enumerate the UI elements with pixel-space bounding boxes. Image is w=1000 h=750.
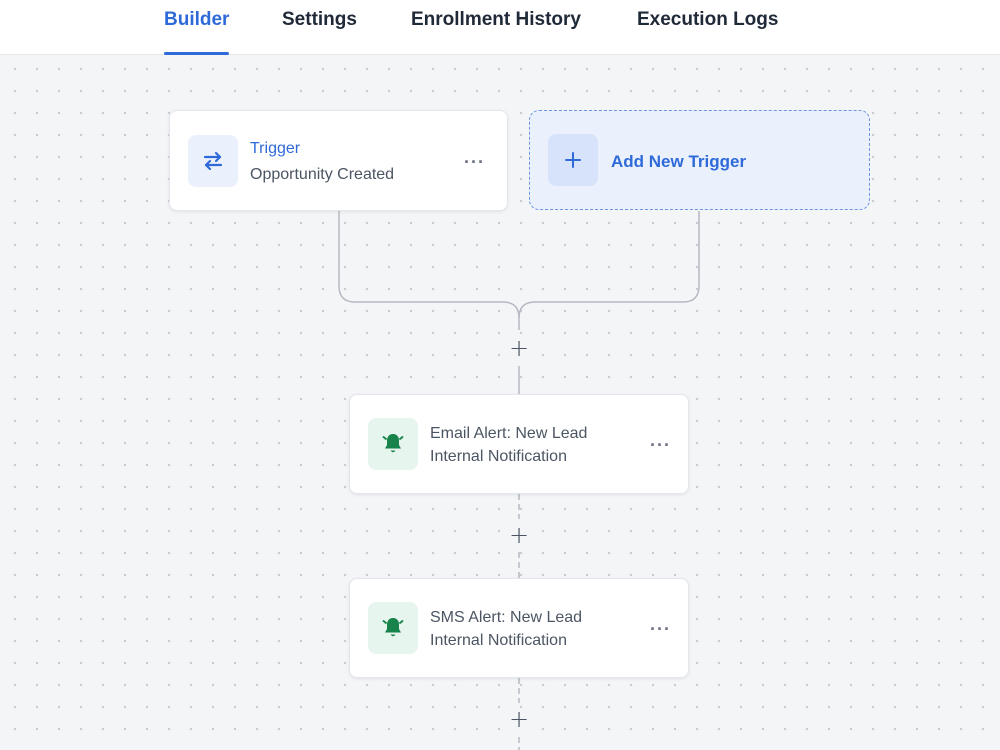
action-subtitle: Internal Notification — [430, 632, 567, 649]
action-menu-icon[interactable]: ··· — [650, 619, 671, 639]
add-new-trigger-button[interactable]: Add New Trigger — [529, 110, 870, 210]
plus-icon — [565, 152, 581, 168]
action-menu-icon[interactable]: ··· — [650, 435, 671, 455]
tab-enrollment-history[interactable]: Enrollment History — [411, 9, 581, 30]
tab-builder[interactable]: Builder — [164, 9, 230, 55]
action-subtitle: Internal Notification — [430, 448, 567, 465]
tab-execution-logs[interactable]: Execution Logs — [637, 9, 779, 30]
trigger-icon-box — [188, 135, 238, 187]
action-icon-box — [368, 602, 418, 654]
trigger-title: Trigger — [250, 140, 301, 157]
trigger-menu-icon[interactable]: ··· — [464, 152, 485, 172]
add-new-trigger-label: Add New Trigger — [611, 152, 747, 171]
action-title: Email Alert: New Lead — [430, 425, 588, 442]
add-step-button-1[interactable]: + — [508, 334, 530, 362]
action-icon-box — [368, 418, 418, 470]
action-card-sms-alert[interactable]: SMS Alert: New Lead Internal Notificatio… — [349, 578, 689, 678]
trigger-connector-left — [338, 211, 520, 330]
tab-settings[interactable]: Settings — [282, 9, 357, 30]
add-step-button-2[interactable]: + — [508, 521, 530, 549]
trigger-connector-right — [518, 211, 700, 319]
bell-icon — [382, 618, 404, 637]
trigger-card[interactable]: Trigger Opportunity Created ··· — [169, 110, 508, 211]
add-trigger-icon-box — [548, 134, 598, 186]
swap-arrows-icon — [203, 151, 223, 171]
action-card-email-alert[interactable]: Email Alert: New Lead Internal Notificat… — [349, 394, 689, 494]
add-step-button-3[interactable]: + — [508, 705, 530, 733]
action-title: SMS Alert: New Lead — [430, 609, 583, 626]
trigger-subtitle: Opportunity Created — [250, 166, 395, 183]
bell-icon — [382, 434, 404, 453]
top-tab-bar: Builder Settings Enrollment History Exec… — [0, 0, 1000, 55]
